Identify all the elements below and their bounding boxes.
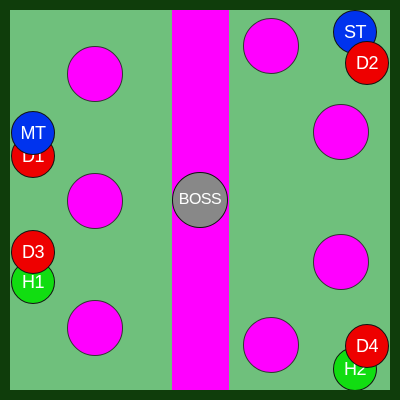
player-d3[interactable]: D3 (11, 230, 55, 274)
player-d4[interactable]: D4 (345, 324, 389, 368)
player-mt[interactable]: MT (11, 111, 55, 155)
hazard-puddle (313, 234, 369, 290)
hazard-puddle (313, 104, 369, 160)
hazard-puddle (67, 300, 123, 356)
hazard-puddle (243, 317, 299, 373)
boss-token[interactable]: BOSS (172, 172, 228, 228)
hazard-puddle (67, 173, 123, 229)
player-d2[interactable]: D2 (345, 41, 389, 85)
hazard-puddle (243, 18, 299, 74)
hazard-puddle (67, 46, 123, 102)
